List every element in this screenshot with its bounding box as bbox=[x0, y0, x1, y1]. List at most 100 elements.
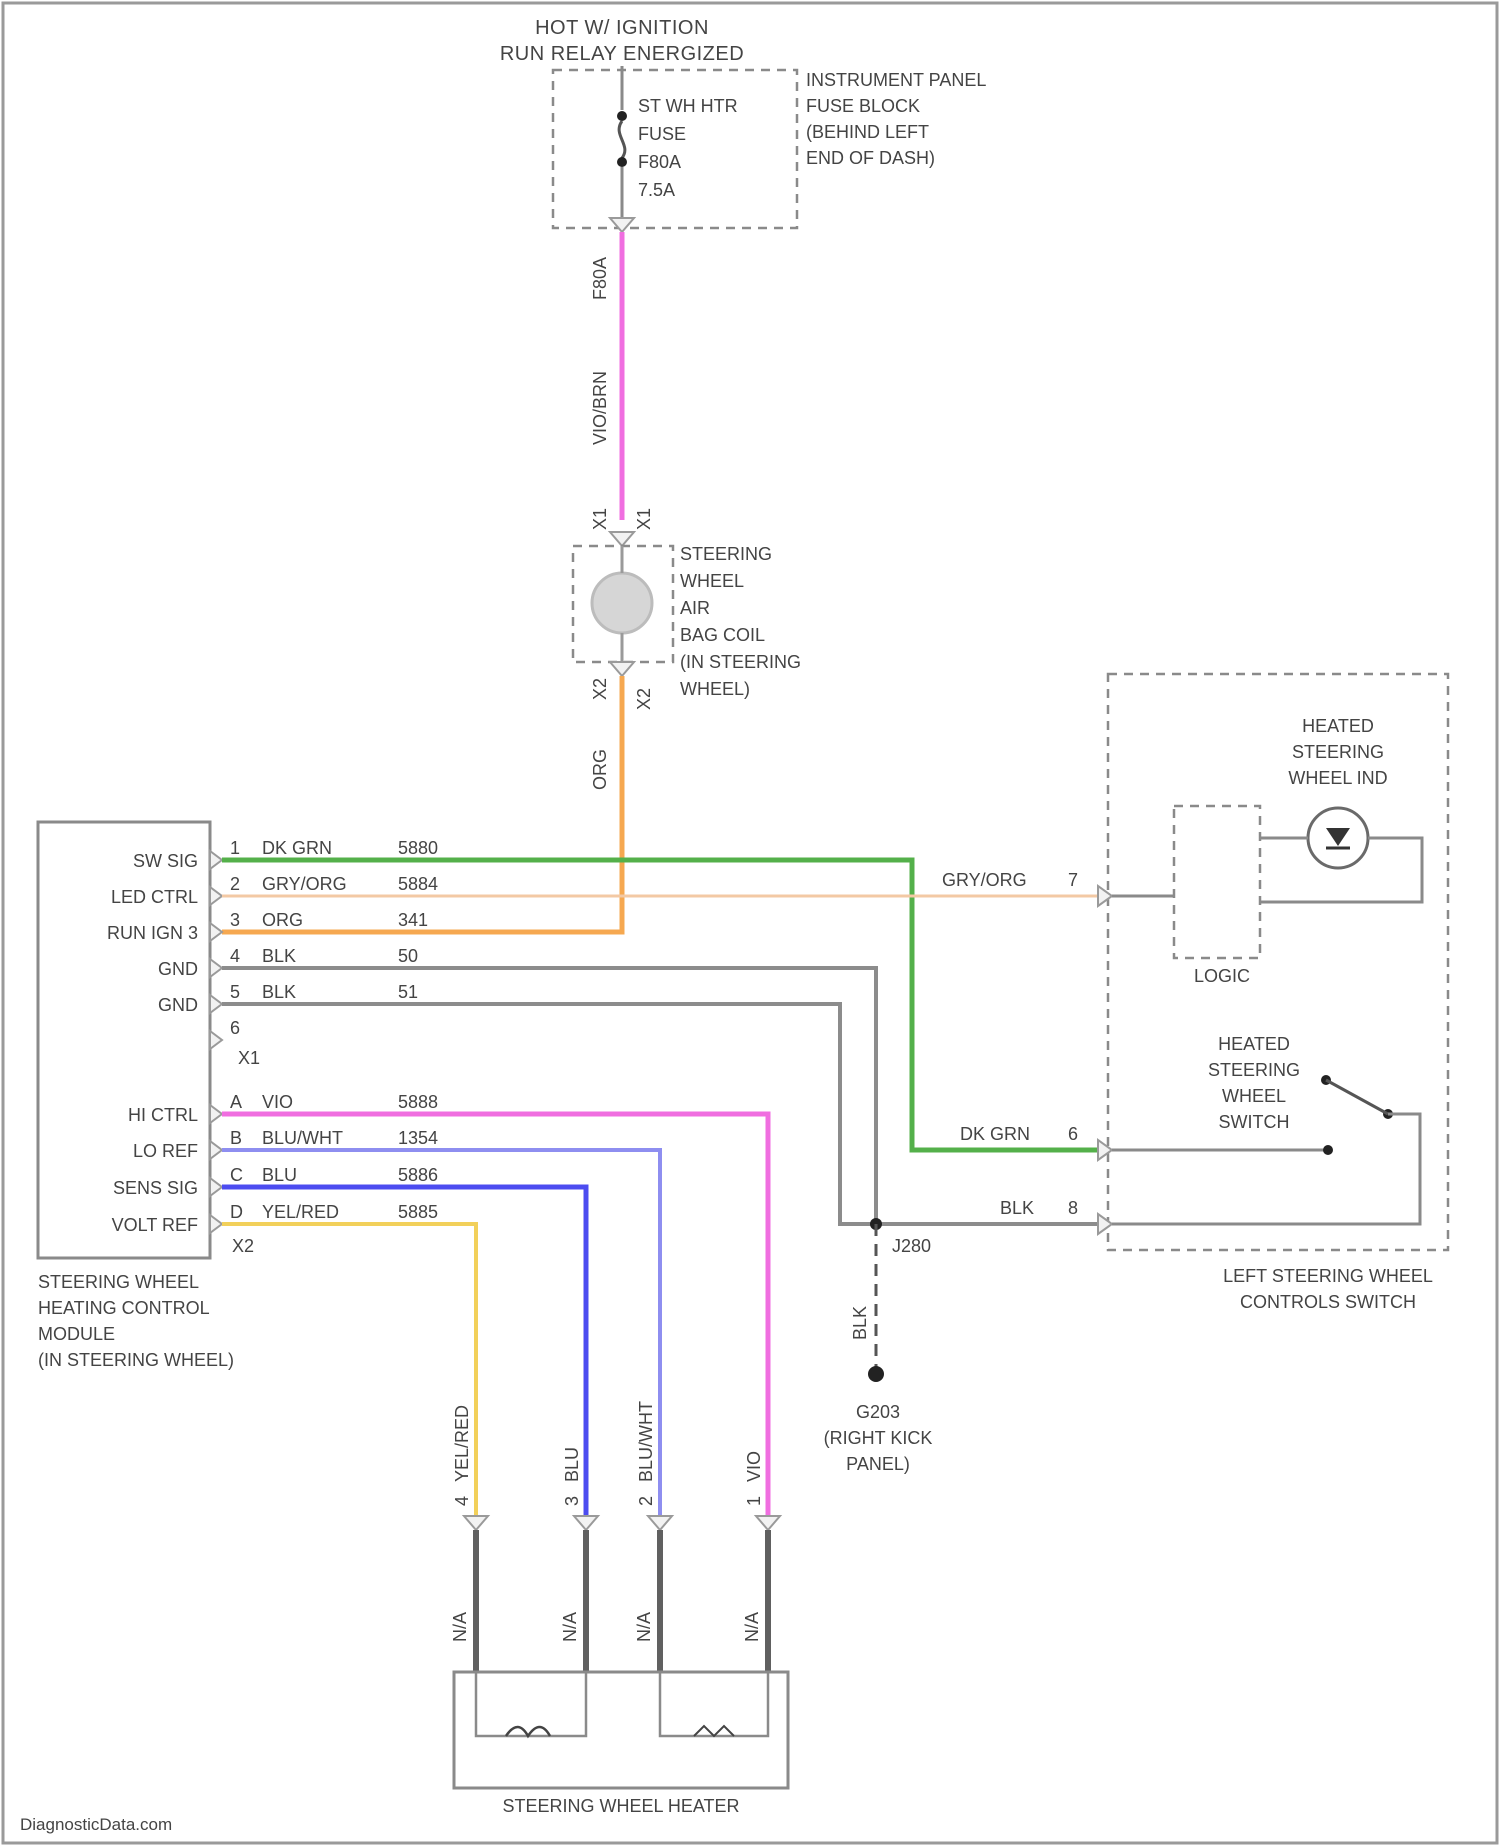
module-pin-number: 1 bbox=[230, 838, 240, 858]
module-label-4: (IN STEERING WHEEL) bbox=[38, 1350, 234, 1370]
power-title-line2: RUN RELAY ENERGIZED bbox=[500, 43, 744, 65]
module-circuit-number: 5885 bbox=[398, 1202, 438, 1222]
module-label-1: STEERING WHEEL bbox=[38, 1272, 199, 1292]
module-pin-connector bbox=[210, 959, 222, 977]
coil-icon bbox=[592, 573, 652, 633]
heater-wire-color: YEL/RED bbox=[452, 1405, 472, 1482]
splice-label: J280 bbox=[892, 1236, 931, 1256]
module-wire-color: BLU/WHT bbox=[262, 1128, 343, 1148]
logic-block bbox=[1174, 806, 1260, 958]
switch-contact-a bbox=[1323, 1145, 1333, 1155]
module-pin-connector bbox=[210, 1215, 222, 1233]
module-circuit-number: 5886 bbox=[398, 1165, 438, 1185]
coil-label-5: (IN STEERING bbox=[680, 652, 801, 672]
module-wire-color: DK GRN bbox=[262, 838, 332, 858]
heater-pin-connector bbox=[464, 1516, 488, 1530]
fuse-label-4: 7.5A bbox=[638, 180, 675, 200]
module-pin-number: 6 bbox=[230, 1018, 240, 1038]
module-circuit-number: 1354 bbox=[398, 1128, 438, 1148]
heater-element-right bbox=[660, 1672, 768, 1736]
module-pin-connector bbox=[210, 1178, 222, 1196]
indicator-label-2: STEERING bbox=[1292, 742, 1384, 762]
heater-pin-label: 2 bbox=[636, 1496, 656, 1506]
module-pin-connector bbox=[210, 1141, 222, 1159]
fuse-location-2: FUSE BLOCK bbox=[806, 96, 920, 116]
wire-yel-red bbox=[222, 1224, 476, 1516]
heater-element-left bbox=[476, 1672, 586, 1736]
heater-pin-connector bbox=[756, 1516, 780, 1530]
switch-module-label-1: LEFT STEERING WHEEL bbox=[1223, 1266, 1433, 1286]
module-pin-name: GND bbox=[158, 959, 198, 979]
ground-name: G203 bbox=[856, 1402, 900, 1422]
coil-pin-top-right: X1 bbox=[634, 508, 654, 530]
ground-g203-icon bbox=[868, 1366, 884, 1382]
heater-na-label: N/A bbox=[634, 1612, 654, 1642]
heater-na-label: N/A bbox=[450, 1612, 470, 1642]
coil-label-3: AIR bbox=[680, 598, 710, 618]
coil-top-connector bbox=[610, 532, 634, 546]
module-pin-connector bbox=[210, 923, 222, 941]
module-circuit-number: 5884 bbox=[398, 874, 438, 894]
module-pin-name: RUN IGN 3 bbox=[107, 923, 198, 943]
ground-wire-label: BLK bbox=[850, 1306, 870, 1340]
switch-wire6-label: DK GRN bbox=[960, 1124, 1030, 1144]
footer-watermark: DiagnosticData.com bbox=[20, 1815, 172, 1834]
module-circuit-number: 50 bbox=[398, 946, 418, 966]
fuse-top-terminal bbox=[617, 111, 627, 121]
switch-module-label-2: CONTROLS SWITCH bbox=[1240, 1292, 1416, 1312]
module-wire-color: BLK bbox=[262, 982, 296, 1002]
logic-label: LOGIC bbox=[1194, 966, 1250, 986]
module-pin-name: VOLT REF bbox=[112, 1215, 198, 1235]
module-pin-connector bbox=[210, 1105, 222, 1123]
switch-label-4: SWITCH bbox=[1219, 1112, 1290, 1132]
switch-pin7-connector bbox=[1098, 886, 1112, 906]
indicator-label-1: HEATED bbox=[1302, 716, 1374, 736]
heater-pin-label: 3 bbox=[562, 1496, 582, 1506]
module-pin-number: 3 bbox=[230, 910, 240, 930]
module-pin-connector bbox=[210, 995, 222, 1013]
coil-bottom-connector bbox=[610, 662, 634, 676]
module-pin-name: LO REF bbox=[133, 1141, 198, 1161]
diagram-frame bbox=[3, 3, 1497, 1843]
ground-location-1: (RIGHT KICK bbox=[824, 1428, 933, 1448]
switch-pin8-label: 8 bbox=[1068, 1198, 1078, 1218]
module-pin-number: 5 bbox=[230, 982, 240, 1002]
module-circuit-number: 5880 bbox=[398, 838, 438, 858]
coil-pin-bottom-left: X2 bbox=[590, 678, 610, 700]
module-wire-color: BLU bbox=[262, 1165, 297, 1185]
coil-label-1: STEERING bbox=[680, 544, 772, 564]
module-pin-name: LED CTRL bbox=[111, 887, 198, 907]
module-pin-number: 4 bbox=[230, 946, 240, 966]
module-pin-name: SW SIG bbox=[133, 851, 198, 871]
coil-pin-top-left: X1 bbox=[590, 508, 610, 530]
coil-label-4: BAG COIL bbox=[680, 625, 765, 645]
switch-pin6-label: 6 bbox=[1068, 1124, 1078, 1144]
module-label-2: HEATING CONTROL bbox=[38, 1298, 210, 1318]
module-pin-name: GND bbox=[158, 995, 198, 1015]
switch-pin7-label: 7 bbox=[1068, 870, 1078, 890]
heater-sensor-icon bbox=[694, 1726, 734, 1736]
fuse-element-icon bbox=[619, 121, 625, 158]
switch-label-3: WHEEL bbox=[1222, 1086, 1286, 1106]
module-circuit-number: 51 bbox=[398, 982, 418, 1002]
wire-vio-brn-label: VIO/BRN bbox=[590, 371, 610, 445]
heater-wire-color: BLU/WHT bbox=[636, 1401, 656, 1482]
module-circuit-number: 5888 bbox=[398, 1092, 438, 1112]
switch-label-2: STEERING bbox=[1208, 1060, 1300, 1080]
module-wire-color: VIO bbox=[262, 1092, 293, 1112]
module-pin-number: C bbox=[230, 1165, 243, 1185]
module-pin-number: D bbox=[230, 1202, 243, 1222]
module-circuit-number: 341 bbox=[398, 910, 428, 930]
heater-body bbox=[454, 1672, 788, 1788]
heater-pin-label: 4 bbox=[452, 1496, 472, 1506]
module-wire-color: ORG bbox=[262, 910, 303, 930]
module-wire-color: YEL/RED bbox=[262, 1202, 339, 1222]
switch-blade-icon bbox=[1326, 1080, 1388, 1114]
ground-location-2: PANEL) bbox=[846, 1454, 910, 1474]
wire-org-label: ORG bbox=[590, 749, 610, 790]
fuse-label-2: FUSE bbox=[638, 124, 686, 144]
coil-label-6: WHEEL) bbox=[680, 679, 750, 699]
heater-na-label: N/A bbox=[560, 1612, 580, 1642]
